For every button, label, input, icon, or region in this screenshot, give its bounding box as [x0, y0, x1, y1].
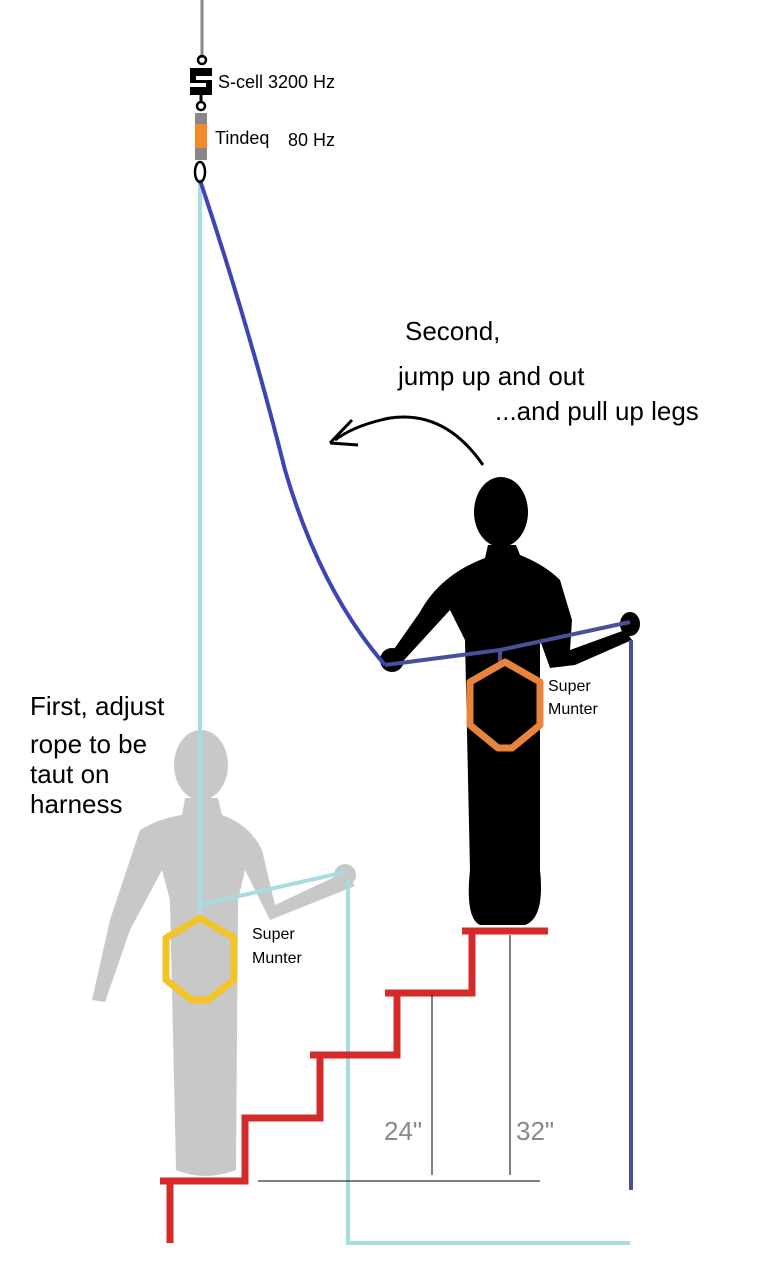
first-instruction-2: rope to be: [30, 729, 147, 759]
height-24-label: 24": [384, 1116, 422, 1146]
yellow-munter-icon: [162, 914, 238, 1004]
tindeq-icon: [195, 113, 207, 160]
munter-label-gray: Super: [252, 926, 295, 943]
first-instruction-4: harness: [30, 789, 123, 819]
scell-label: S-cell 3200 Hz: [218, 72, 335, 92]
second-instruction-2: jump up and out: [397, 361, 585, 391]
black-person-silhouette: [380, 477, 640, 925]
gray-person-silhouette: [92, 730, 356, 1176]
munter-label-black: Super: [548, 678, 591, 695]
second-instruction-1: Second,: [405, 316, 500, 346]
first-instruction-3: taut on: [30, 759, 110, 789]
second-instruction-3: ...and pull up legs: [495, 396, 699, 426]
s-cell-icon: [190, 68, 212, 112]
light-rope: [198, 180, 346, 908]
dark-rope: [198, 179, 387, 667]
light-rope-tail: [346, 880, 630, 1245]
tindeq-rate: 80 Hz: [288, 130, 335, 150]
height-32-label: 32": [516, 1116, 554, 1146]
munter-label-black-2: Munter: [548, 701, 598, 718]
jump-arrow-icon: [328, 415, 485, 466]
rope-loop: [193, 160, 207, 184]
first-instruction-1: First, adjust: [30, 691, 165, 721]
stairs: [160, 927, 548, 1243]
tindeq-label: Tindeq: [215, 128, 269, 148]
top-ring: [196, 54, 208, 66]
orange-munter-icon: [466, 658, 544, 752]
munter-label-gray-2: Munter: [252, 950, 302, 967]
